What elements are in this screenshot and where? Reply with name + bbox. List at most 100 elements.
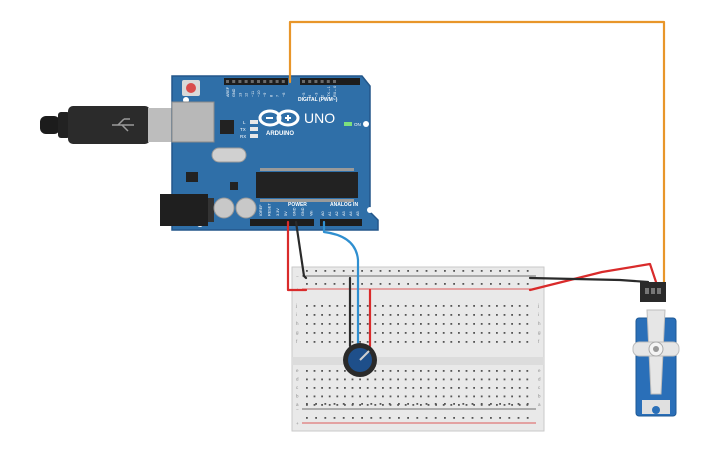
usb-chip <box>220 120 234 134</box>
breadboard-hole <box>351 323 354 325</box>
breadboard-hole <box>473 305 475 307</box>
breadboard-hole <box>435 395 437 398</box>
breadboard-hole <box>450 341 453 343</box>
breadboard-hole <box>420 387 422 389</box>
breadboard-hole <box>321 370 323 372</box>
breadboard-hole <box>382 387 384 389</box>
pin-label: Vin <box>309 211 313 216</box>
wire-signal-orange <box>288 20 666 284</box>
breadboard-hole <box>389 305 392 307</box>
breadboard-hole <box>366 387 369 389</box>
breadboard-hole <box>473 332 475 334</box>
breadboard-hole <box>412 378 415 381</box>
breadboard-hole <box>404 404 407 406</box>
breadboard-hole <box>435 323 437 325</box>
pin-label: A1 <box>328 211 332 216</box>
rail-hole <box>444 270 446 272</box>
header-pin <box>232 80 236 83</box>
rail-hole <box>499 283 501 285</box>
breadboard-hole <box>404 305 407 307</box>
breadboard-hole <box>374 305 377 307</box>
breadboard-hole <box>480 305 483 307</box>
rail-hole <box>425 417 428 419</box>
breadboard-hole <box>496 314 498 316</box>
breadboard-hole <box>526 378 529 381</box>
rail-hole <box>315 417 317 419</box>
rail-hole <box>361 283 363 285</box>
breadboard-hole <box>359 404 361 406</box>
rail-hole <box>444 403 446 405</box>
rail-hole <box>352 283 354 285</box>
breadboard-hole <box>306 341 308 343</box>
breadboard-hole <box>313 404 316 406</box>
rail-hole <box>453 283 455 285</box>
led-rx <box>250 134 258 138</box>
breadboard-hole <box>374 378 377 381</box>
rail-hole <box>324 403 327 405</box>
breadboard-hole <box>328 341 331 343</box>
rail-minus-label: − <box>296 274 299 279</box>
breadboard-hole <box>480 387 483 389</box>
breadboard-hole <box>465 404 468 406</box>
crystal <box>211 147 247 163</box>
row-letter: h <box>296 321 299 326</box>
breadboard-hole <box>526 332 529 334</box>
breadboard-hole <box>420 305 422 307</box>
breadboard-hole <box>412 404 415 406</box>
breadboard-hole <box>382 332 384 334</box>
breadboard-hole <box>496 387 498 389</box>
rail-hole <box>398 417 400 419</box>
rail-hole <box>462 417 465 419</box>
breadboard-hole <box>321 332 323 334</box>
rail-hole <box>416 283 419 285</box>
breadboard-hole <box>366 378 369 381</box>
breadboard-hole <box>374 341 377 343</box>
breadboard-hole <box>351 332 354 334</box>
pin-label: ~10 <box>257 91 261 97</box>
breadboard-hole <box>511 323 513 325</box>
breadboard-hole <box>344 395 346 398</box>
breadboard-hole <box>488 404 491 406</box>
led-on <box>344 122 352 126</box>
breadboard-hole <box>366 341 369 343</box>
breadboard-hole <box>503 395 506 398</box>
rail-hole <box>333 283 336 285</box>
row-letter: c <box>296 385 299 390</box>
breadboard-hole <box>488 332 491 334</box>
breadboard-hole <box>480 404 483 406</box>
breadboard-hole <box>488 314 491 316</box>
pin-label: 2 <box>321 95 325 97</box>
breadboard-hole <box>465 395 468 398</box>
breadboard-hole <box>351 341 354 343</box>
rail-hole <box>315 270 317 272</box>
breadboard-hole <box>397 378 399 381</box>
pin-label: 12 <box>245 93 249 97</box>
pin-label: RESET <box>267 203 271 216</box>
breadboard-hole <box>450 404 453 406</box>
rail-hole <box>526 403 529 405</box>
breadboard-hole <box>503 404 506 406</box>
breadboard-hole <box>306 370 308 372</box>
header-pin <box>263 80 267 83</box>
breadboard-hole <box>480 314 483 316</box>
breadboard-hole <box>404 341 407 343</box>
power-jack <box>160 194 208 226</box>
breadboard-hole <box>526 341 529 343</box>
pin-label: A0 <box>321 211 325 216</box>
rail-hole <box>306 270 308 272</box>
row-letter: j <box>537 303 539 308</box>
led-tx-label: TX <box>240 127 246 132</box>
power-header-label: POWER <box>288 202 307 208</box>
breadboard-hole <box>382 404 384 406</box>
breadboard-hole <box>518 314 521 316</box>
wire-servo-black <box>528 276 650 284</box>
breadboard-hole <box>321 305 323 307</box>
pin-label: ~6 <box>282 93 286 97</box>
breadboard-hole <box>412 305 415 307</box>
row-letter: e <box>538 368 541 373</box>
breadboard-hole <box>488 323 491 325</box>
pin-label: GND <box>301 207 305 216</box>
arduino-uno-board: L TX RX ON ARDUINO UNO DIGITAL (PWM~) PO… <box>160 75 379 231</box>
breadboard-hole <box>465 387 468 389</box>
breadboard-hole <box>328 378 331 381</box>
